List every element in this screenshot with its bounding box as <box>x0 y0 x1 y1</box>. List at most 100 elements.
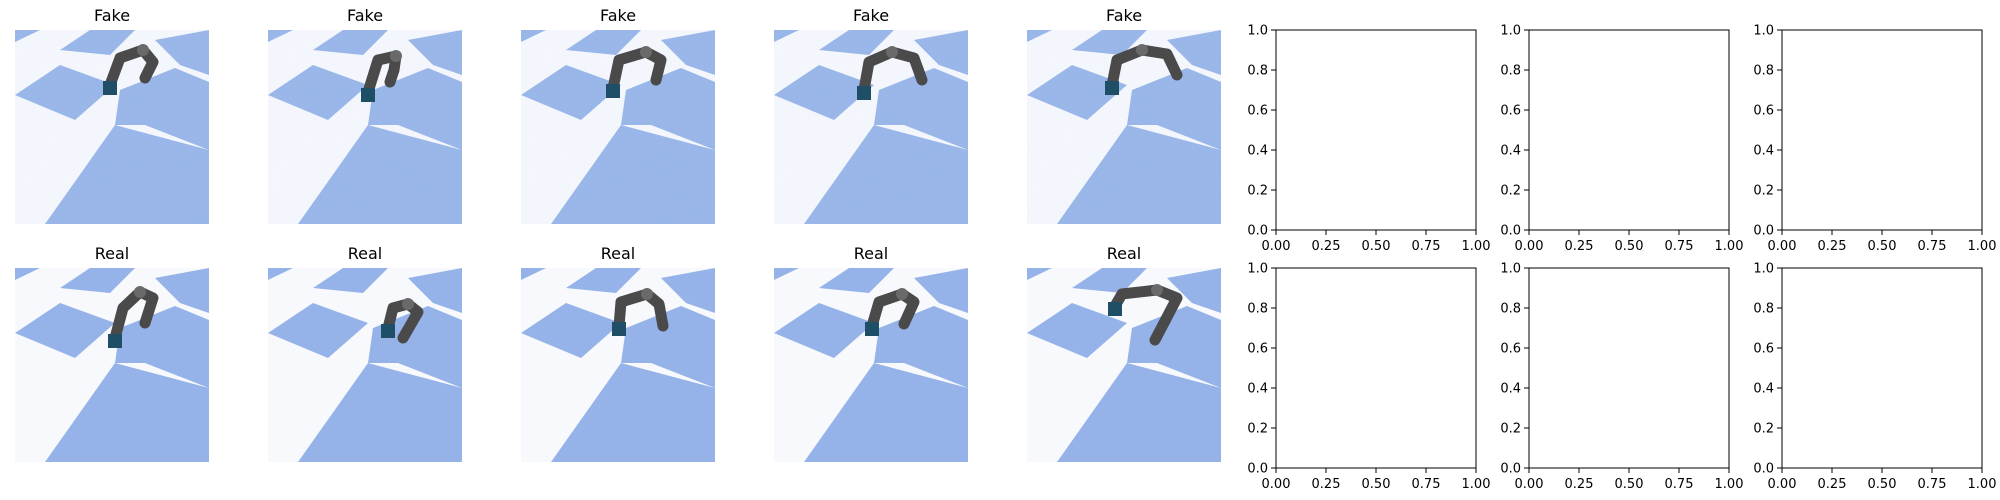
floor-blue-tile <box>1072 268 1147 293</box>
real-image-panel: Real <box>774 244 968 462</box>
generation-noise <box>15 30 209 224</box>
panel-title: Fake <box>1106 6 1142 25</box>
robot-base <box>865 322 879 336</box>
robot-joint <box>137 44 149 56</box>
x-tick-label: 1.00 <box>1462 477 1491 492</box>
x-tick-label: 0.00 <box>1515 477 1544 492</box>
x-tick-label: 0.25 <box>1818 239 1847 254</box>
panel-title: Real <box>854 244 889 263</box>
panel-title: Real <box>1107 244 1142 263</box>
robot-joint <box>1136 44 1148 56</box>
x-tick-label: 0.50 <box>1362 239 1391 254</box>
y-tick-label: 1.0 <box>1247 262 1268 277</box>
y-tick-label: 1.0 <box>1500 262 1521 277</box>
y-tick-label: 0.2 <box>1753 422 1774 437</box>
y-tick-label: 0.0 <box>1247 462 1268 477</box>
x-tick-label: 0.00 <box>1768 239 1797 254</box>
floor-blue-tile <box>1127 306 1221 388</box>
floor-blue-tile <box>566 268 641 293</box>
robot-joint <box>886 46 898 58</box>
y-tick-label: 0.8 <box>1500 64 1521 79</box>
y-tick-label: 0.6 <box>1500 342 1521 357</box>
floor-blue-tile <box>15 303 115 358</box>
rendered-scene <box>521 268 715 462</box>
empty-axes-layer: 0.00 0.25 0.50 0.75 1.00 0.0 0.2 0.4 0.6 0.8 1.0 0.… <box>1247 24 1996 493</box>
y-tick-label: 0.4 <box>1753 144 1774 159</box>
robot-base <box>103 81 117 95</box>
y-tick-label: 0.4 <box>1247 382 1268 397</box>
axes-frame <box>1528 267 1730 469</box>
floor-blue-tile <box>661 268 715 313</box>
x-tick-label: 0.25 <box>1312 477 1341 492</box>
x-tick-label: 1.00 <box>1462 239 1491 254</box>
y-tick-label: 1.0 <box>1247 24 1268 39</box>
y-tick-label: 0.8 <box>1753 64 1774 79</box>
floor-blue-tile <box>313 268 388 293</box>
axes-frame <box>1781 29 1983 231</box>
axes-frame <box>1528 29 1730 231</box>
fake-image-panel: Fake <box>15 6 209 224</box>
x-tick-label: 1.00 <box>1715 239 1744 254</box>
y-tick-label: 0.8 <box>1247 64 1268 79</box>
rendered-scene <box>1027 30 1221 224</box>
floor-blue-tile <box>1167 268 1221 313</box>
rendered-scene <box>521 30 715 224</box>
x-tick-label: 0.75 <box>1665 239 1694 254</box>
real-image-panel: Real <box>521 244 715 462</box>
rendered-scene <box>15 268 209 462</box>
x-tick-label: 0.50 <box>1868 477 1897 492</box>
y-tick-label: 0.2 <box>1500 422 1521 437</box>
rendered-scene <box>15 30 209 224</box>
rendered-scene <box>268 30 462 224</box>
robot-base <box>612 322 626 336</box>
x-tick-label: 0.75 <box>1412 477 1441 492</box>
panel-title: Real <box>348 244 383 263</box>
robot-joint <box>1151 284 1163 296</box>
fake-image-panel: Fake <box>774 6 968 224</box>
x-tick-label: 0.00 <box>1515 239 1544 254</box>
floor-blue-tile <box>774 268 799 280</box>
rendered-scene <box>774 30 968 224</box>
floor-blue-tile <box>621 306 715 388</box>
floor-blue-tile <box>914 268 968 313</box>
panel-title: Real <box>95 244 130 263</box>
x-tick-label: 0.50 <box>1868 239 1897 254</box>
panel-title: Fake <box>347 6 383 25</box>
y-tick-label: 0.2 <box>1500 184 1521 199</box>
floor-blue-tile <box>1027 303 1127 358</box>
x-tick-label: 1.00 <box>1968 477 1997 492</box>
robot-base <box>1108 302 1122 316</box>
y-tick-label: 0.4 <box>1753 382 1774 397</box>
y-tick-label: 0.0 <box>1500 462 1521 477</box>
floor-blue-tile <box>874 306 968 388</box>
rendered-scene <box>774 268 968 462</box>
floor-blue-tile <box>819 268 894 293</box>
y-tick-label: 0.4 <box>1500 144 1521 159</box>
x-tick-label: 0.75 <box>1412 239 1441 254</box>
floor-blue-tile <box>1027 268 1052 280</box>
axes-frame <box>1781 267 1983 469</box>
generation-noise <box>268 30 462 224</box>
x-tick-label: 0.00 <box>1768 477 1797 492</box>
axes-frame <box>1275 29 1477 231</box>
floor-blue-tile <box>408 268 462 313</box>
x-tick-label: 0.75 <box>1665 477 1694 492</box>
x-tick-label: 0.25 <box>1565 239 1594 254</box>
y-tick-label: 0.8 <box>1247 302 1268 317</box>
robot-joint <box>896 288 908 300</box>
robot-base <box>381 324 395 338</box>
y-tick-label: 0.6 <box>1500 104 1521 119</box>
robot-base <box>606 84 620 98</box>
floor-blue-tile <box>268 303 368 358</box>
x-tick-label: 1.00 <box>1715 477 1744 492</box>
y-tick-label: 0.6 <box>1247 104 1268 119</box>
y-tick-label: 1.0 <box>1753 24 1774 39</box>
x-tick-label: 0.50 <box>1615 477 1644 492</box>
floor-blue-tile <box>774 303 874 358</box>
floor-blue-tile <box>1057 363 1221 462</box>
x-tick-label: 0.75 <box>1918 477 1947 492</box>
